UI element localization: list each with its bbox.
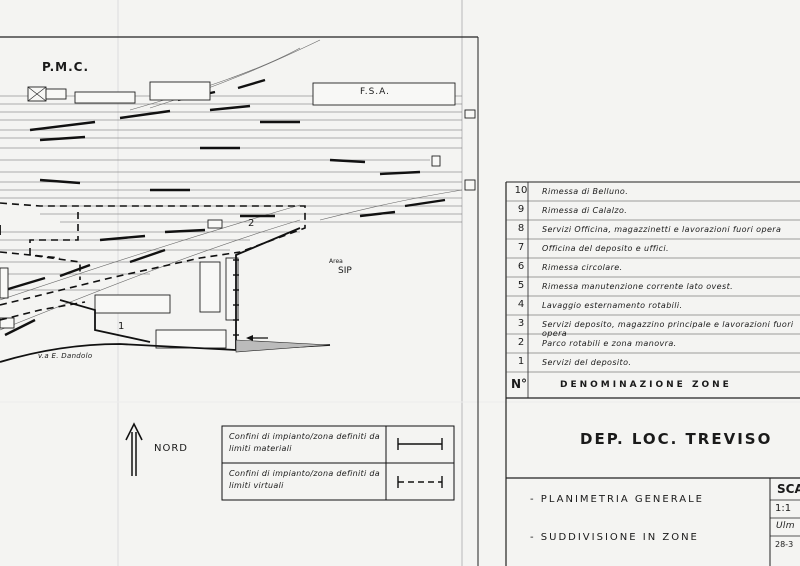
drawing-title: DEP. LOC. TREVISO [580,430,773,448]
key-symbol-dashed [397,476,443,488]
drawing-date: 28-3 [775,540,794,549]
key-symbol-solid [397,438,443,450]
zone-description: Lavaggio esternamento rotabili. [542,301,683,310]
building [207,219,223,229]
table-row: 1 Servizi del deposito. [506,353,800,372]
zone-number: 6 [517,261,525,272]
subtitle-suddivisione: - SUDDIVISIONE IN ZONE [530,532,699,543]
building-cross [27,86,47,102]
scale-label: SCA [777,482,800,496]
entrance-arrow [246,335,268,341]
buildings [0,81,476,349]
table-row: 3 Servizi deposito, magazzino principale… [506,315,800,338]
fsa-label: F.S.A. [360,87,391,97]
zone-number: 7 [517,242,525,253]
zone-number: 9 [517,204,525,215]
north-arrow [125,422,143,476]
zone-description: Servizi deposito, magazzino principale e… [542,320,794,338]
table-row-lines [506,200,800,373]
zone-number: 2 [517,337,525,348]
table-row: 9 Rimessa di Calalzo. [506,201,800,220]
building [0,267,9,299]
table-header-number: N° [511,377,528,391]
scale-value: 1:1 [775,503,792,514]
zone-2-label: 2 [248,218,255,229]
building [149,81,211,101]
table-row: 10 Rimessa di Belluno. [506,182,800,201]
pmc-label: P.M.C. [42,60,90,74]
road-wedge [235,339,331,353]
key-box [221,425,455,501]
table-row: 2 Parco rotabili e zona manovra. [506,334,800,353]
signature: Ulm [776,521,795,531]
zone-description: Rimessa di Calalzo. [542,206,628,215]
building [431,155,441,167]
building [45,88,67,100]
building [155,329,227,349]
rail-switches [4,78,446,337]
virtual-boundaries [0,202,306,321]
area-label: Area [329,258,343,265]
key-material-text: Confini di impianto/zona definiti da lim… [229,432,380,453]
table-row: 6 Rimessa circolare. [506,258,800,277]
subtitle-planimetria: - PLANIMETRIA GENERALE [530,494,704,505]
table-header-denomination: DENOMINAZIONE ZONE [560,380,732,390]
zone-description: Officina del deposito e uffici. [542,244,669,253]
zone-number: 3 [517,318,525,329]
building-fsa [312,82,456,106]
building [0,317,15,329]
zone-number: 8 [517,223,525,234]
zone-description: Servizi del deposito. [542,358,632,367]
boundary-ticks [233,259,239,336]
building [74,91,136,104]
table-row: 5 Rimessa manutenzione corrente lato ove… [506,277,800,296]
zone-1-label: 1 [118,321,125,332]
building [94,294,171,314]
zone-description: Rimessa di Belluno. [542,187,629,196]
table-row: 7 Officina del deposito e uffici. [506,239,800,258]
zone-description: Rimessa circolare. [542,263,623,272]
north-label: NORD [154,443,188,454]
building [199,261,221,313]
building [464,109,476,119]
zone-number: 5 [517,280,525,291]
street-label: v.a E. Dandolo [38,352,93,360]
zone-description: Servizi Officina, magazzinetti e lavoraz… [542,225,782,234]
zone-number: 4 [517,299,525,310]
zone-number: 10 [514,185,528,196]
sip-label: SIP [338,266,352,276]
zone-description: Parco rotabili e zona manovra. [542,339,677,348]
table-row: 4 Lavaggio esternamento rotabili. [506,296,800,315]
zone-number: 1 [517,356,525,367]
zone-description: Rimessa manutenzione corrente lato ovest… [542,282,734,291]
key-virtual-text: Confini di impianto/zona definiti da lim… [229,469,380,490]
table-row: 8 Servizi Officina, magazzinetti e lavor… [506,220,800,239]
building [464,179,476,191]
